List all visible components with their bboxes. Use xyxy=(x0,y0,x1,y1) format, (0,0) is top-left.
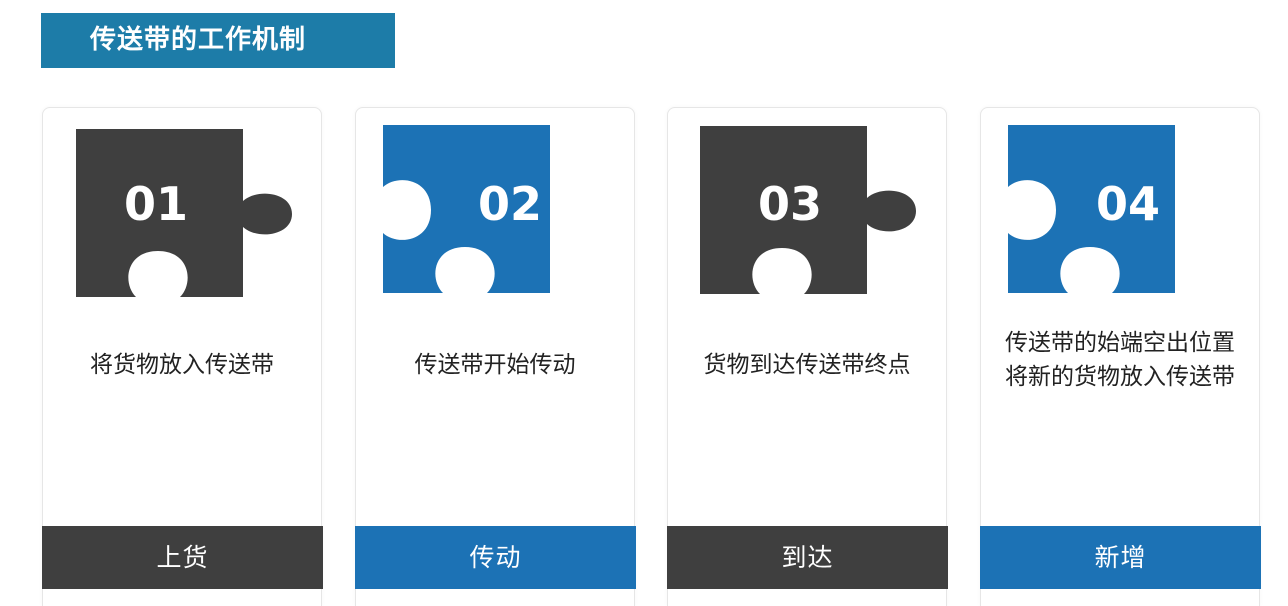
step-description: 将货物放入传送带 xyxy=(43,348,321,382)
step-description: 传送带的始端空出位置 将新的货物放入传送带 xyxy=(981,326,1259,394)
step-number: 04 xyxy=(1095,177,1160,231)
step-label: 新增 xyxy=(980,526,1261,589)
step-number: 02 xyxy=(477,177,542,231)
step-description-line: 货物到达传送带终点 xyxy=(703,352,911,378)
step-card-04: 04 传送带的始端空出位置 将新的货物放入传送带 新增 xyxy=(980,107,1261,606)
step-card-03: 03 货物到达传送带终点 到达 xyxy=(667,107,948,606)
step-description-line: 将货物放入传送带 xyxy=(90,352,274,378)
step-description-line: 将新的货物放入传送带 xyxy=(1005,364,1235,390)
step-description-line: 传送带开始传动 xyxy=(414,352,576,378)
step-label: 上货 xyxy=(42,526,323,589)
puzzle-piece-icon xyxy=(76,129,292,297)
page-title: 传送带的工作机制 xyxy=(41,13,395,68)
step-description: 货物到达传送带终点 xyxy=(668,348,946,382)
puzzle-piece-icon xyxy=(1008,125,1175,293)
step-label: 到达 xyxy=(667,526,948,589)
step-number: 01 xyxy=(123,177,188,231)
step-card-02: 02 传送带开始传动 传动 xyxy=(355,107,636,606)
step-description-line: 传送带的始端空出位置 xyxy=(1005,330,1235,356)
step-number: 03 xyxy=(757,177,822,231)
puzzle-piece-icon xyxy=(700,126,916,294)
step-description: 传送带开始传动 xyxy=(356,348,634,382)
puzzle-piece-icon xyxy=(383,125,550,293)
step-label: 传动 xyxy=(355,526,636,589)
step-card-01: 01 将货物放入传送带 上货 xyxy=(42,107,323,606)
